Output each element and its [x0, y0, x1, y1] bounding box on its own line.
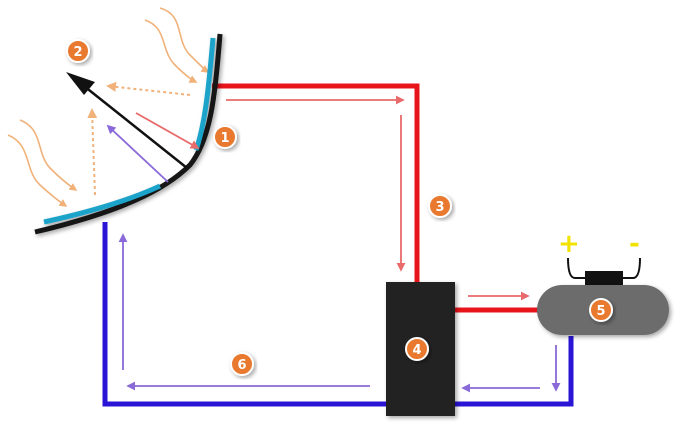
badge-3: 3: [428, 194, 452, 218]
pipes: [102, 83, 574, 407]
cold-pipe-from-tank: [455, 336, 574, 407]
collector-body: [34, 33, 223, 235]
badge-4: 4: [405, 337, 429, 361]
svg-text:3: 3: [435, 200, 444, 215]
sun-ray-left-2: [7, 134, 68, 207]
sun-rays: [7, 7, 210, 207]
sun-ray-top: [159, 7, 210, 73]
solar-collector: [34, 33, 223, 235]
svg-text:1: 1: [220, 131, 229, 146]
reflected-ray-left: [87, 108, 98, 196]
sun-ray-left: [19, 119, 78, 191]
collector-lining-lower: [43, 183, 162, 225]
tank-terminal: [585, 271, 623, 285]
svg-text:2: 2: [73, 45, 82, 60]
hot-pipe: [212, 83, 420, 285]
flow-arrows: [118, 95, 561, 393]
sun-ray-top-2: [144, 19, 198, 83]
reflected-ray-top: [106, 81, 191, 96]
badge-5: 5: [589, 298, 613, 322]
reflected-rays: [87, 81, 191, 196]
badge-1: 1: [213, 125, 237, 149]
terminal-wire-left: [567, 257, 585, 279]
cold-pipe: [102, 222, 386, 407]
svg-text:5: 5: [596, 304, 605, 319]
svg-text:4: 4: [412, 343, 421, 358]
energy-arrow: [66, 72, 188, 169]
collector-hot-arrow: [135, 112, 200, 149]
badge-2: 2: [66, 39, 90, 63]
collector-cold-arrow: [106, 124, 169, 183]
svg-text:6: 6: [237, 358, 246, 373]
terminal-wire-right: [623, 257, 641, 279]
plus-sign: +: [558, 229, 580, 259]
minus-sign: -: [629, 229, 640, 259]
badge-6: 6: [230, 352, 254, 376]
